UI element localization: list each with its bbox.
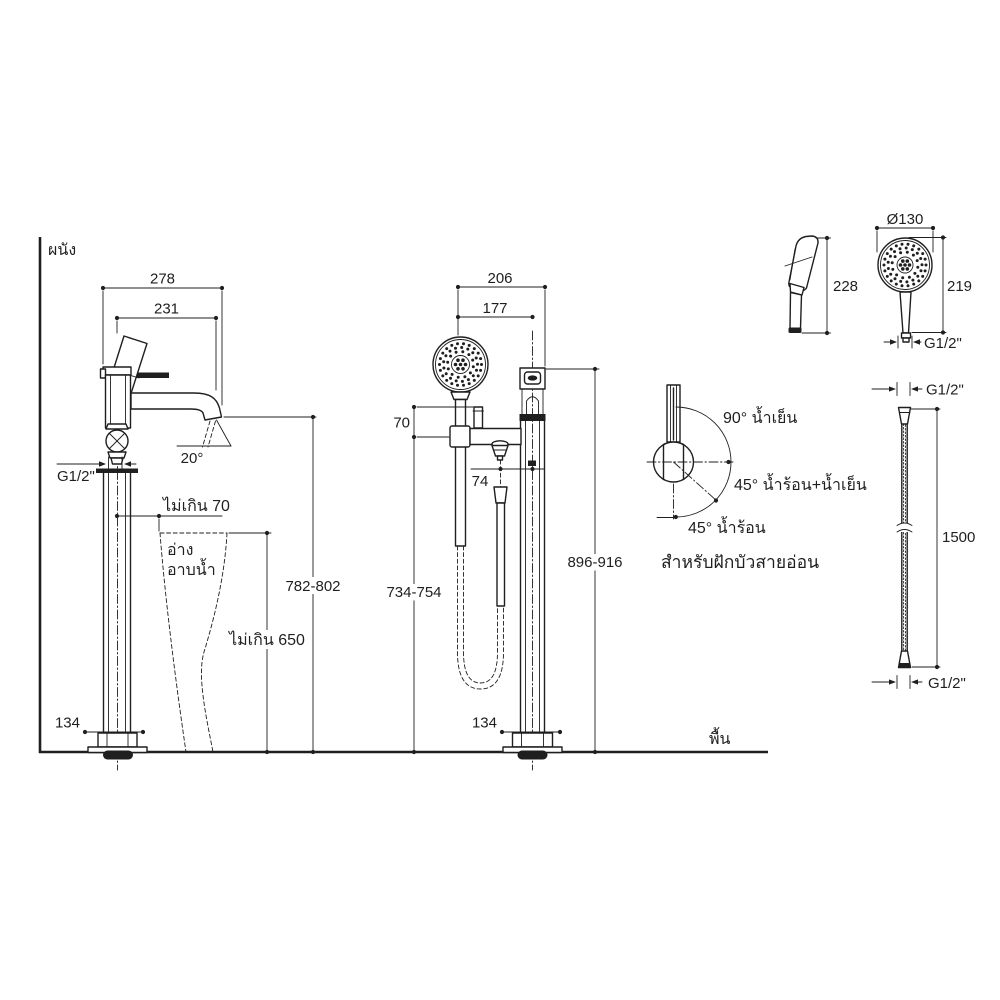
dim-text: 734-754 bbox=[386, 584, 441, 601]
dim-text: 228 bbox=[833, 278, 858, 295]
dim-text: 206 bbox=[487, 270, 512, 287]
handle-rotation-diagram: 90° น้ำเย็น 45° น้ำร้อน+น้ำเย็น 45° น้ำร… bbox=[646, 384, 867, 572]
dim-734-754: 734-754 bbox=[385, 436, 443, 755]
dim-219: 219 bbox=[908, 235, 972, 335]
dim-text: 1500 bbox=[942, 529, 975, 546]
wall-label: ผนัง bbox=[48, 242, 76, 259]
dim-text: G1/2" bbox=[926, 382, 964, 399]
bathtub-outline: อ่าง อาบน้ำ bbox=[159, 532, 228, 753]
dim-text: 134 bbox=[55, 715, 80, 732]
dim-thread: G1/2" bbox=[883, 335, 962, 352]
dim-278: 278 bbox=[100, 271, 225, 406]
wand-holder bbox=[449, 425, 471, 448]
dim-tub-max-height: ไม่เกิน 650 bbox=[222, 530, 312, 755]
dim-74: 74 bbox=[470, 466, 545, 490]
hose-outlet bbox=[491, 444, 509, 457]
dim-text: 20° bbox=[181, 450, 204, 467]
dim-text: 278 bbox=[150, 271, 175, 288]
hand-shower-grip-front bbox=[899, 291, 912, 334]
dim-896-916: 896-916 bbox=[545, 366, 625, 755]
diagram-caption: สำหรับฝักบัวสายอ่อน bbox=[661, 552, 819, 572]
hand-shower-head-center-dots bbox=[453, 358, 468, 371]
tub-filler-side-view: 278 231 20° G1/2" ไม่เกิน 70 bbox=[55, 271, 343, 771]
dim-text: 74 bbox=[472, 473, 489, 490]
dim-text: 896-916 bbox=[567, 554, 622, 571]
dim-text: ไม่เกิน 650 bbox=[227, 630, 305, 649]
lever-rod bbox=[131, 372, 169, 378]
valve-body bbox=[104, 374, 132, 429]
base-nut bbox=[511, 732, 554, 748]
hand-shower-head-front bbox=[432, 336, 489, 393]
dim-hose-thread-top: G1/2" bbox=[871, 382, 964, 399]
dim-text: Ø130 bbox=[887, 211, 924, 228]
hose-break-mark bbox=[896, 522, 913, 526]
dim-base-width: 134 bbox=[472, 715, 563, 735]
hand-shower-side-view: 228 bbox=[784, 235, 858, 336]
dim-231: 231 bbox=[114, 301, 219, 391]
hand-shower-grip-side bbox=[789, 291, 803, 330]
dim-text: 177 bbox=[482, 300, 507, 317]
dim-base-width: 134 bbox=[55, 715, 146, 735]
dim-206: 206 bbox=[455, 270, 548, 367]
dim-text: 231 bbox=[154, 301, 179, 318]
base-cover bbox=[517, 750, 548, 760]
dim-text: 134 bbox=[472, 715, 497, 732]
wall-floor: ผนัง พื้น bbox=[38, 237, 768, 754]
dim-text: ไม่เกิน 70 bbox=[161, 496, 230, 515]
dim-spout-angle: 20° bbox=[176, 419, 232, 467]
dim-max-distance: ไม่เกิน 70 bbox=[114, 496, 230, 532]
dim-text: G1/2" bbox=[924, 335, 962, 352]
shower-hose-figure: G1/2" 1500 G1/2" bbox=[871, 382, 975, 692]
hose-upper bbox=[496, 502, 506, 607]
hand-shower-front-view: Ø130 219 G1/2" bbox=[874, 211, 972, 352]
dim-hose-length: 1500 bbox=[910, 406, 975, 670]
dim-177: 177 bbox=[455, 300, 535, 320]
rotation-arc bbox=[675, 406, 732, 518]
hand-shower-face-center-dots bbox=[898, 259, 912, 271]
angle-cold-label: 90° น้ำเย็น bbox=[723, 406, 797, 427]
body-top bbox=[102, 366, 132, 376]
dim-inlet-thread: G1/2" bbox=[56, 456, 137, 485]
tub-label: อาบน้ำ bbox=[167, 558, 216, 579]
hand-shower-wand bbox=[454, 398, 467, 547]
base-cover bbox=[103, 750, 133, 760]
dim-text: G1/2" bbox=[57, 468, 95, 485]
spout bbox=[130, 392, 223, 421]
dim-text: 782-802 bbox=[285, 578, 340, 595]
floor-label: พื้น bbox=[709, 727, 731, 748]
base-nut bbox=[97, 732, 138, 748]
angle-mixed-label: 45° น้ำร้อน+น้ำเย็น bbox=[734, 473, 867, 494]
hose-loop bbox=[457, 545, 504, 690]
dim-text: 70 bbox=[393, 415, 410, 432]
diverter-arch bbox=[526, 396, 539, 415]
angle-hot-label: 45° น้ำร้อน bbox=[688, 516, 766, 537]
dim-text: 219 bbox=[947, 278, 972, 295]
tub-filler-front-view: 206 177 70 74 734-754 896-916 bbox=[385, 270, 625, 771]
dim-head-diameter: Ø130 bbox=[874, 211, 936, 253]
diverter-pin bbox=[473, 406, 484, 429]
tub-label: อ่าง bbox=[167, 542, 193, 559]
dim-228: 228 bbox=[801, 235, 858, 336]
hose-fitting-top bbox=[897, 406, 912, 425]
dim-70: 70 bbox=[393, 404, 474, 440]
dim-hose-thread-bottom: G1/2" bbox=[871, 675, 966, 692]
dim-spout-height: 782-802 bbox=[223, 414, 343, 755]
dim-text: G1/2" bbox=[928, 675, 966, 692]
hose-nut bbox=[493, 486, 508, 504]
